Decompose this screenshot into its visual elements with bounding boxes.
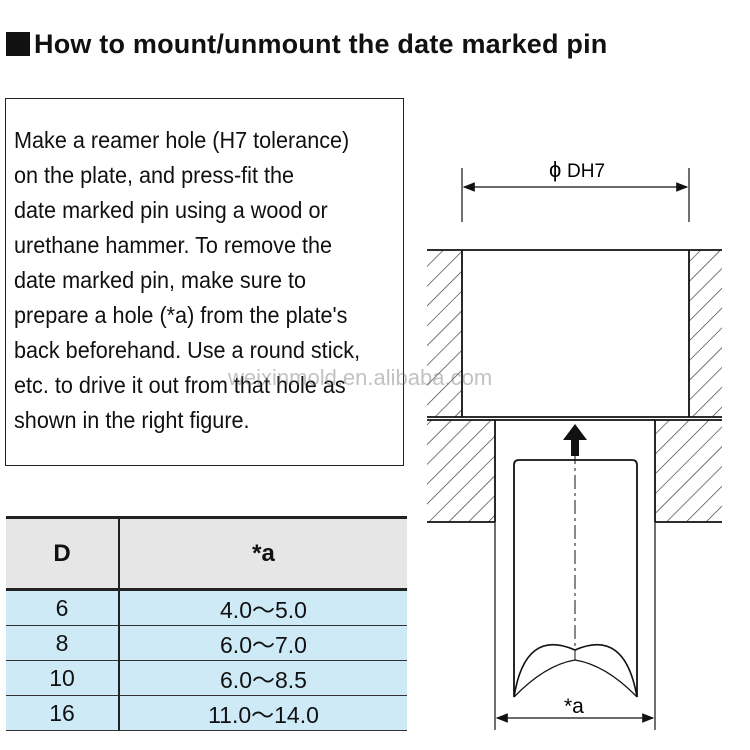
- plate-hatching: [427, 250, 722, 522]
- description-box: Make a reamer hole (H7 tolerance) on the…: [5, 98, 404, 466]
- header-d: D: [6, 516, 120, 591]
- table-row: 8 6.0～7.0: [6, 625, 407, 661]
- cell-a: 11.0～14.0: [119, 695, 407, 731]
- description-line: back beforehand. Use a round stick,: [14, 337, 361, 363]
- description-line: urethane hammer. To remove the: [14, 232, 333, 258]
- table-row: 10 6.0～8.5: [6, 660, 407, 696]
- table-header-row: D *a: [6, 516, 407, 591]
- description-line: shown in the right figure.: [14, 407, 250, 433]
- plate-outline: [427, 249, 722, 523]
- bottom-dimension: *a: [494, 522, 656, 730]
- description-line: on the plate, and press-fit the: [14, 162, 295, 188]
- description-line: etc. to drive it out from that hole as: [14, 372, 346, 398]
- cell-d: 6: [6, 589, 120, 626]
- bottom-dimension-label: *a: [564, 695, 584, 718]
- cell-d: 8: [6, 625, 120, 661]
- cell-d: 10: [6, 660, 120, 696]
- page-title: How to mount/unmount the date marked pin: [6, 24, 607, 64]
- description-line: Make a reamer hole (H7 tolerance): [14, 127, 350, 153]
- removal-stick: [513, 450, 638, 698]
- table-row: 16 11.0～14.0: [6, 695, 407, 731]
- cell-a: 6.0～8.5: [119, 660, 407, 696]
- watermark: weixinmold.en.alibaba.com: [228, 365, 493, 390]
- dimension-table: D *a 6 4.0～5.0 8 6.0～7.0 10 6.0～8.5 16 1…: [6, 516, 407, 731]
- table-row: 6 4.0～5.0: [6, 589, 407, 626]
- phi-symbol: ϕ: [549, 157, 561, 182]
- top-dimension: ϕ DH7: [461, 157, 690, 222]
- top-dimension-label: DH7: [567, 161, 605, 182]
- title-text: How to mount/unmount the date marked pin: [34, 28, 608, 59]
- description-line: date marked pin, make sure to: [14, 267, 307, 293]
- header-a: *a: [119, 516, 407, 591]
- cell-a: 4.0～5.0: [119, 589, 407, 626]
- cell-d: 16: [6, 695, 120, 731]
- description-text: Make a reamer hole (H7 tolerance) on the…: [14, 123, 373, 438]
- up-arrow-icon: [563, 424, 587, 456]
- title-square-icon: [6, 32, 30, 56]
- cell-a: 6.0～7.0: [119, 625, 407, 661]
- description-line: prepare a hole (*a) from the plate's: [14, 302, 348, 328]
- description-line: date marked pin using a wood or: [14, 197, 328, 223]
